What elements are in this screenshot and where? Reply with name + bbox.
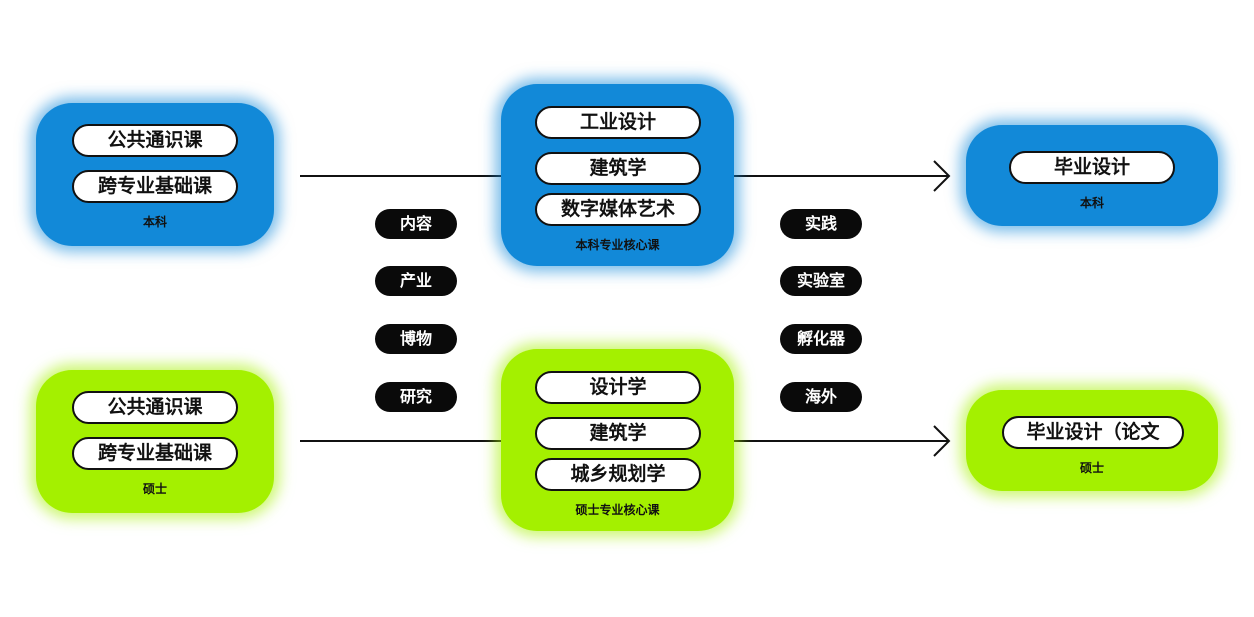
block-caption: 本科 bbox=[142, 215, 167, 229]
course-pill: 工业设计 bbox=[535, 106, 701, 139]
block-caption: 硕士专业核心课 bbox=[575, 503, 660, 517]
course-pill: 跨专业基础课 bbox=[72, 437, 238, 470]
course-pill: 设计学 bbox=[535, 371, 701, 404]
block-caption: 硕士 bbox=[1079, 461, 1104, 475]
master-foundation-block: 公共通识课 跨专业基础课 硕士 bbox=[36, 370, 274, 513]
block-caption: 本科专业核心课 bbox=[575, 238, 660, 252]
course-pill: 数字媒体艺术 bbox=[535, 193, 701, 226]
right-tag: 实践 bbox=[780, 209, 862, 239]
course-pill: 毕业设计 bbox=[1009, 151, 1175, 184]
course-pill: 建筑学 bbox=[535, 152, 701, 185]
course-pill: 建筑学 bbox=[535, 417, 701, 450]
right-tag: 实验室 bbox=[780, 266, 862, 296]
course-pill: 跨专业基础课 bbox=[72, 170, 238, 203]
course-pill: 城乡规划学 bbox=[535, 458, 701, 491]
master-core-block: 设计学 建筑学 城乡规划学 硕士专业核心课 bbox=[501, 349, 734, 531]
master-arrowhead bbox=[933, 425, 951, 457]
left-tag: 研究 bbox=[375, 382, 457, 412]
undergrad-foundation-block: 公共通识课 跨专业基础课 本科 bbox=[36, 103, 274, 246]
undergrad-arrowhead bbox=[933, 160, 951, 192]
course-pill: 公共通识课 bbox=[72, 124, 238, 157]
undergrad-graduation-block: 毕业设计 本科 bbox=[966, 125, 1218, 226]
block-caption: 硕士 bbox=[142, 482, 167, 496]
course-pill: 毕业设计（论文 bbox=[1002, 416, 1184, 449]
right-tag: 孵化器 bbox=[780, 324, 862, 354]
left-tag: 内容 bbox=[375, 209, 457, 239]
course-pill: 公共通识课 bbox=[72, 391, 238, 424]
left-tag: 产业 bbox=[375, 266, 457, 296]
right-tag: 海外 bbox=[780, 382, 862, 412]
left-tag: 博物 bbox=[375, 324, 457, 354]
undergrad-core-block: 工业设计 建筑学 数字媒体艺术 本科专业核心课 bbox=[501, 84, 734, 266]
block-caption: 本科 bbox=[1079, 196, 1104, 210]
master-graduation-block: 毕业设计（论文 硕士 bbox=[966, 390, 1218, 491]
